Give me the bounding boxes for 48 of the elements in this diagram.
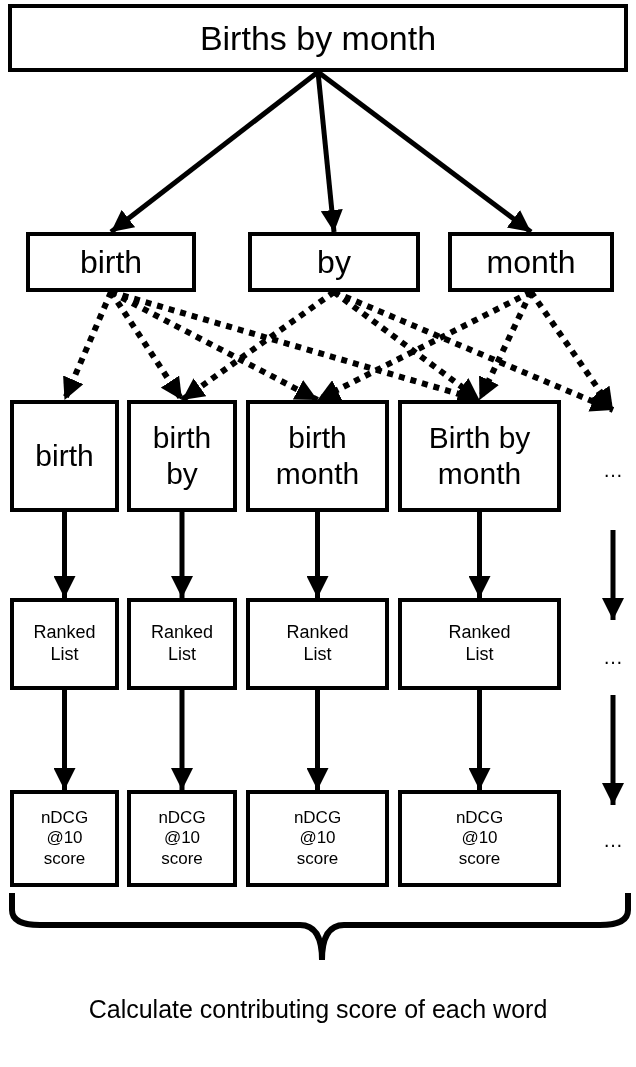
process-box xyxy=(398,400,561,512)
box-label: birth xyxy=(79,242,143,282)
box-label: nDCG @10 score xyxy=(39,807,90,870)
box-label: birth by xyxy=(151,420,213,492)
caption: Calculate contributing score of each word xyxy=(87,995,549,1024)
arrow xyxy=(171,690,193,790)
process-box xyxy=(127,400,237,512)
box-label: by xyxy=(317,242,351,282)
box-label: Birth by month xyxy=(427,420,532,492)
arrow xyxy=(306,512,329,598)
box-label: birth xyxy=(35,438,94,474)
process-box xyxy=(26,232,196,292)
process-box xyxy=(246,790,389,887)
process-box xyxy=(8,4,628,72)
box-label: month xyxy=(486,242,576,282)
process-box xyxy=(127,598,237,690)
process-box xyxy=(246,598,389,690)
process-box xyxy=(10,400,119,512)
process-box xyxy=(398,598,561,690)
box-label: nDCG @10 score xyxy=(454,807,505,870)
arrow xyxy=(602,530,624,620)
ellipsis-text: … xyxy=(590,620,636,695)
box-label: Ranked List xyxy=(32,622,97,666)
dotted-arrow xyxy=(61,290,114,402)
box-label: Ranked List xyxy=(285,622,350,666)
arrow xyxy=(306,690,329,790)
box-label: Births by month xyxy=(199,17,437,59)
process-box xyxy=(246,400,389,512)
box-label: Ranked List xyxy=(149,622,214,666)
box-label: nDCG @10 score xyxy=(292,807,343,870)
process-box xyxy=(10,598,119,690)
process-box xyxy=(398,790,561,887)
box-label: nDCG @10 score xyxy=(157,807,207,870)
box-label: birth month xyxy=(274,420,361,492)
arrow xyxy=(468,512,491,598)
ellipsis-text: … xyxy=(590,410,636,530)
process-box xyxy=(127,790,237,887)
arrow xyxy=(468,690,491,790)
dotted-arrow xyxy=(476,290,534,402)
box-label: Ranked List xyxy=(447,622,512,666)
arrow xyxy=(53,512,76,598)
process-box xyxy=(248,232,420,292)
process-box xyxy=(10,790,119,887)
arrow xyxy=(171,512,193,598)
ellipsis-text: … xyxy=(590,805,636,875)
arrow xyxy=(602,695,624,805)
arrow xyxy=(53,690,76,790)
process-box xyxy=(448,232,614,292)
